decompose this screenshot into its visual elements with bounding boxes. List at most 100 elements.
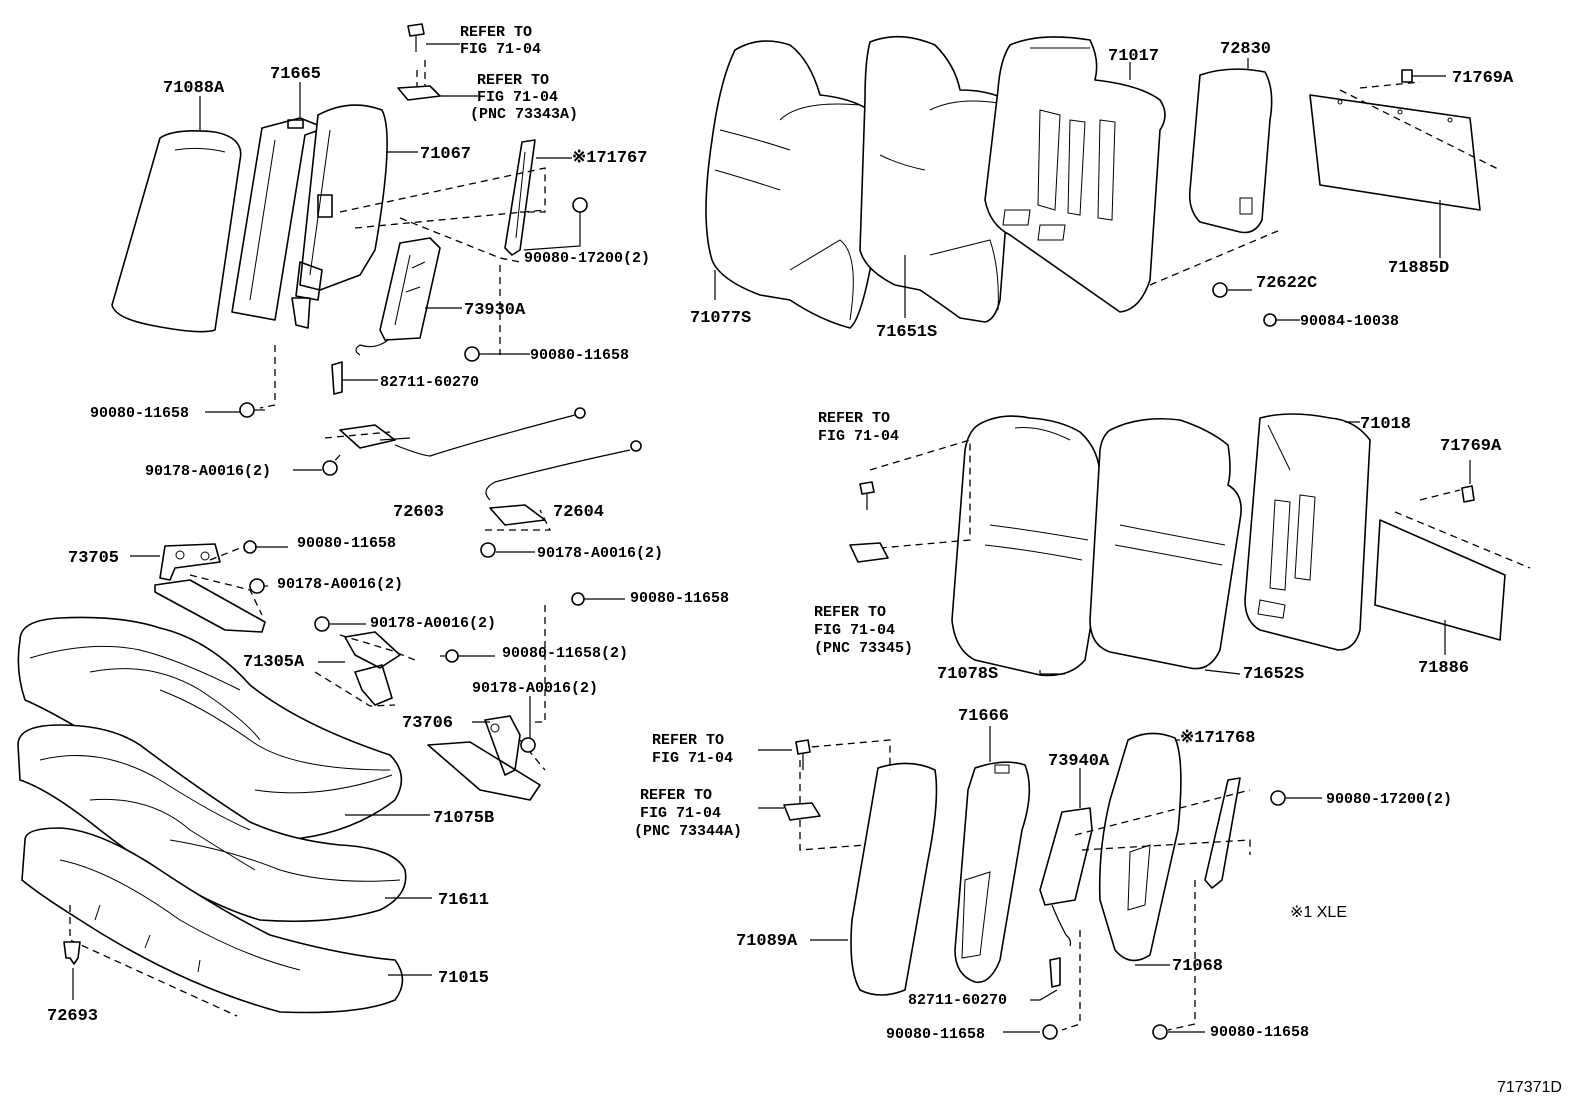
seatback-side-cover-71067[interactable]: [291, 104, 388, 329]
svg-text:REFER TO: REFER TO: [814, 604, 886, 621]
seat-cushion-pad-71611[interactable]: [17, 724, 407, 923]
label-72830[interactable]: 72830: [1220, 40, 1271, 59]
seatback-frame-71018[interactable]: [1244, 413, 1371, 651]
bolt-icon: [239, 402, 265, 418]
seatback-cover-71078S[interactable]: [951, 415, 1113, 677]
label-71769A-a[interactable]: 71769A: [1452, 69, 1514, 88]
seatback-cover-71077S[interactable]: [705, 40, 892, 329]
label-71652S[interactable]: 71652S: [1243, 665, 1304, 684]
label-90178-A0016-d[interactable]: 90178-A0016(2): [370, 615, 496, 632]
label-73706[interactable]: 73706: [402, 714, 453, 733]
svg-text:FIG 71-04: FIG 71-04: [477, 89, 558, 106]
clip-72693[interactable]: [63, 941, 81, 965]
seatback-side-pad-71088A[interactable]: [111, 130, 242, 333]
clip-refer-b-icon: [849, 542, 889, 563]
label-90178-A0016-b[interactable]: 90178-A0016(2): [537, 545, 663, 562]
wire-harness-72603[interactable]: [339, 407, 586, 457]
bolt-icon: [1263, 313, 1277, 327]
bolt-icon: [243, 540, 288, 554]
screw-refer-icon: [407, 23, 425, 52]
label-90084-10038[interactable]: 90084-10038: [1300, 313, 1399, 330]
label-90080-11658-e[interactable]: 90080-11658(2): [502, 645, 628, 662]
armrest-72830[interactable]: [1188, 68, 1273, 234]
seatback-pad-71652S[interactable]: [1089, 417, 1242, 670]
refer-note-3: REFER TO FIG 71-04: [818, 410, 899, 445]
label-71885D[interactable]: 71885D: [1388, 259, 1449, 278]
label-71077S[interactable]: 71077S: [690, 309, 751, 328]
label-71651S[interactable]: 71651S: [876, 323, 937, 342]
label-82711-60270-a[interactable]: 82711-60270: [380, 374, 479, 391]
label-71078S[interactable]: 71078S: [937, 665, 998, 684]
seatback-pad-71651S[interactable]: [859, 35, 1025, 323]
label-72622C[interactable]: 72622C: [1256, 274, 1317, 293]
hinge-73706[interactable]: [427, 715, 541, 801]
label-90080-17200-b[interactable]: 90080-17200(2): [1326, 791, 1452, 808]
svg-text:FIG 71-04: FIG 71-04: [818, 428, 899, 445]
label-71089A[interactable]: 71089A: [736, 932, 798, 951]
label-71067[interactable]: 71067: [420, 145, 471, 164]
connector-82711-60270-b[interactable]: [1049, 957, 1061, 988]
side-airbag-73930A[interactable]: [355, 237, 441, 356]
label-72693[interactable]: 72693: [47, 1007, 98, 1026]
label-90080-11658-d[interactable]: 90080-11658: [630, 590, 729, 607]
label-71768[interactable]: ※171768: [1180, 729, 1255, 748]
side-airbag-73940A[interactable]: [1039, 807, 1093, 947]
svg-text:FIG 71-04: FIG 71-04: [460, 41, 541, 58]
label-71666[interactable]: 71666: [958, 707, 1009, 726]
svg-text:FIG 71-04: FIG 71-04: [652, 750, 733, 767]
label-73705[interactable]: 73705: [68, 549, 119, 568]
back-board-71885D[interactable]: [1309, 94, 1481, 211]
seat-cushion-cover-71075B[interactable]: [17, 616, 403, 841]
label-71015[interactable]: 71015: [438, 969, 489, 988]
label-71088A[interactable]: 71088A: [163, 79, 225, 98]
label-71305A[interactable]: 71305A: [243, 653, 305, 672]
bracket-71305A[interactable]: [344, 631, 401, 706]
nut-icon: [1270, 790, 1286, 806]
label-71767[interactable]: ※171767: [572, 149, 647, 168]
label-90080-11658-a[interactable]: 90080-11658: [530, 347, 629, 364]
label-72603[interactable]: 72603: [393, 503, 444, 522]
label-71068[interactable]: 71068: [1172, 957, 1223, 976]
svg-text:(PNC 73343A): (PNC 73343A): [470, 106, 578, 123]
back-board-71886[interactable]: [1374, 519, 1506, 641]
label-90080-11658-c[interactable]: 90080-11658: [297, 535, 396, 552]
nut-icon: [1212, 282, 1228, 298]
label-90080-11658-f[interactable]: 90080-11658: [886, 1026, 985, 1043]
label-90080-11658-b[interactable]: 90080-11658: [90, 405, 189, 422]
armrest-side-71666[interactable]: [954, 761, 1031, 984]
label-71611[interactable]: 71611: [438, 891, 489, 910]
label-72604[interactable]: 72604: [553, 503, 604, 522]
label-71886[interactable]: 71886: [1418, 659, 1469, 678]
seatback-frame-71017[interactable]: [984, 36, 1166, 313]
screw-refer-c-icon: [795, 739, 811, 770]
label-71665[interactable]: 71665: [270, 65, 321, 84]
label-82711-60270-b[interactable]: 82711-60270: [908, 992, 1007, 1009]
label-71018[interactable]: 71018: [1360, 415, 1411, 434]
refer-note-6: REFER TO FIG 71-04 (PNC 73344A): [634, 787, 742, 840]
label-90178-A0016-e[interactable]: 90178-A0016(2): [472, 680, 598, 697]
bracket-71068[interactable]: [1204, 777, 1241, 889]
svg-text:REFER TO: REFER TO: [818, 410, 890, 427]
label-90178-A0016-a[interactable]: 90178-A0016(2): [145, 463, 271, 480]
label-90080-11658-g[interactable]: 90080-11658: [1210, 1024, 1309, 1041]
bracket-71767[interactable]: [504, 139, 536, 256]
nut-icon: [520, 737, 536, 753]
connector-82711-60270-a[interactable]: [331, 361, 343, 395]
armrest-frame-71768[interactable]: [1098, 732, 1182, 962]
label-90178-A0016-c[interactable]: 90178-A0016(2): [277, 576, 403, 593]
svg-text:(PNC 73345): (PNC 73345): [814, 640, 913, 657]
label-71075B[interactable]: 71075B: [433, 809, 494, 828]
label-71017[interactable]: 71017: [1108, 47, 1159, 66]
hinge-73705[interactable]: [154, 543, 266, 633]
label-71769A-b[interactable]: 71769A: [1440, 437, 1502, 456]
label-90080-17200-a[interactable]: 90080-17200(2): [524, 250, 650, 267]
armrest-pad-71089A[interactable]: [850, 762, 938, 996]
svg-text:(PNC 73344A): (PNC 73344A): [634, 823, 742, 840]
refer-note-4: REFER TO FIG 71-04 (PNC 73345): [814, 604, 913, 657]
refer-note-1: REFER TO FIG 71-04: [460, 24, 541, 58]
label-73930A[interactable]: 73930A: [464, 301, 526, 320]
label-73940A[interactable]: 73940A: [1048, 752, 1110, 771]
seat-cushion-frame-71015[interactable]: [21, 827, 404, 1014]
refer-note-2: REFER TO FIG 71-04 (PNC 73343A): [470, 72, 578, 123]
